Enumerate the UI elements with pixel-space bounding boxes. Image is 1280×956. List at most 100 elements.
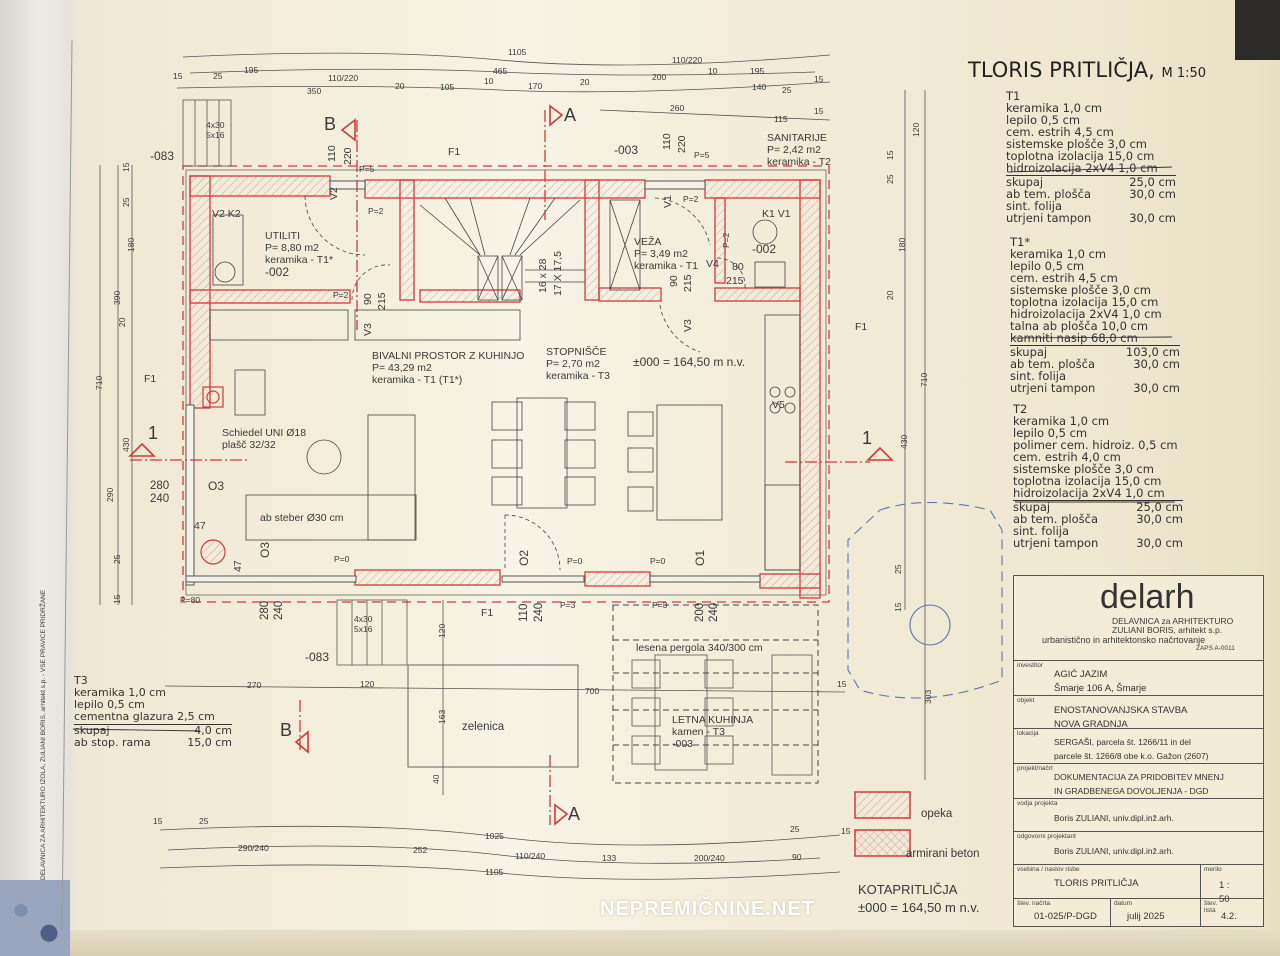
stair-count: 4x30 — [354, 614, 373, 624]
caption: vsebina / naslov risbe — [1017, 866, 1080, 873]
parapet: P=2 — [721, 232, 731, 248]
parapet: P=0 — [650, 556, 666, 566]
ground-level-title: KOTAPRITLIČJA — [858, 882, 958, 897]
dimension: 15 — [814, 106, 824, 116]
door-swings — [304, 195, 746, 571]
layer-item: sistemske plošče 3,0 cm — [1006, 137, 1147, 151]
layer-group-name: T3 — [74, 674, 88, 687]
walls — [189, 175, 821, 599]
layer-total-value: 25,0 cm — [1136, 500, 1183, 514]
layer-item: kamniti nasip 68,0 cm — [1010, 331, 1138, 345]
window-o3-a: O3 — [208, 479, 225, 493]
layer-item: lepilo 0,5 cm — [1010, 259, 1085, 273]
room-bathroom: SANITARIJE P= 2,42 m2 keramika - T2 — [767, 132, 831, 168]
dimension: 10 — [708, 66, 718, 76]
room-name: SANITARIJE — [767, 132, 827, 144]
stair-size: 5x16 — [354, 623, 373, 634]
window-o3-b: O3 — [258, 541, 272, 558]
elevation-label: ±000 = 164,50 m n.v. — [633, 355, 746, 369]
dimension: 15 — [841, 826, 851, 836]
section-1-left: 1 — [148, 423, 159, 443]
stair-size: 5x16 — [206, 129, 225, 140]
room-entry: VEŽA P= 3,49 m2 keramika - T1 — [634, 236, 698, 272]
layer-total-row: sint. folija — [1013, 525, 1183, 537]
legend-brick: opeka — [921, 808, 953, 820]
layer-total-label: sint. folija — [1013, 524, 1070, 538]
parapet: P=2 — [683, 194, 699, 204]
door-v3-b: V3 — [682, 319, 694, 332]
layer-item: keramika 1,0 cm — [1010, 247, 1107, 261]
room-living: BIVALNI PROSTOR Z KUHINJO P= 43,29 m2 ke… — [372, 350, 537, 386]
window-o2: O2 — [517, 549, 531, 566]
dimension: 15 — [173, 71, 183, 81]
sheet-scale: M 1:50 — [1161, 66, 1207, 81]
dimension: 15 — [814, 74, 824, 84]
photo-fabric-bottom-left — [0, 880, 70, 956]
layer-total-label: skupaj — [1006, 175, 1044, 189]
room-floor: kamen - T3 — [672, 726, 725, 739]
room-floor: keramika - T2 — [767, 156, 831, 169]
parapet: P=0 — [334, 554, 350, 564]
dimension: 105 — [440, 82, 455, 92]
layer-item: keramika 1,0 cm — [1006, 101, 1103, 115]
photo-edge-top-right — [1235, 0, 1280, 60]
page-bottom-shadow — [70, 930, 1280, 956]
furniture — [209, 214, 801, 571]
layer-item: lepilo 0,5 cm — [74, 698, 145, 711]
inst-v5: V5 — [772, 399, 785, 411]
section-a-bottom: A — [568, 804, 581, 824]
dimension: 20 — [117, 317, 127, 327]
project-line: IN GRADBENEGA DOVOLJENJA - DGD — [1054, 786, 1209, 796]
parapet: P=3 — [652, 600, 668, 610]
ground-level-value: ±000 = 164,50 m n.v. — [858, 900, 980, 915]
door-size: 220 — [342, 147, 354, 165]
dimension: 163 — [437, 709, 447, 724]
pergola-label: lesena pergola 340/300 cm — [636, 642, 763, 654]
door-v3-a: V3 — [362, 323, 374, 336]
layer-group-name: T2 — [1013, 402, 1028, 416]
room-name: UTILITI — [265, 230, 301, 242]
dimension: 15 — [893, 602, 903, 612]
dimension: 120 — [437, 623, 447, 638]
room-area: P= 3,49 m2 — [634, 248, 688, 261]
caption: lokacija — [1017, 730, 1039, 737]
dimension: 1105 — [508, 47, 527, 57]
page-edge — [61, 39, 73, 931]
stairs-steps-a: 16 x 28 — [537, 258, 549, 293]
perimeter-line — [185, 169, 827, 596]
layer-total-value: 30,0 cm — [1129, 211, 1176, 225]
dimension: 195 — [750, 66, 765, 76]
dimension: 195 — [244, 65, 259, 75]
caption: investitor — [1017, 662, 1044, 669]
sheet-title-text: TLORIS PRITLIČJA, — [968, 58, 1155, 82]
watermark: NEPREMIČNINE.NET — [600, 898, 815, 920]
layer-item: toplotna izolacija 15,0 cm — [1006, 149, 1155, 163]
section-b-top: B — [324, 114, 337, 134]
layer-item: lepilo 0,5 cm — [1013, 426, 1088, 440]
dimension: 115 — [774, 114, 788, 124]
door-height-215: 215 — [726, 275, 744, 287]
dimension: 303 — [923, 689, 933, 704]
level-083-bottom: -083 — [305, 650, 330, 664]
layer-item: keramika 1,0 cm — [74, 686, 166, 699]
dimension: 40 — [431, 774, 441, 784]
room-level: -002 — [265, 265, 290, 280]
object-line: NOVA GRADNJA — [1054, 719, 1128, 730]
dimension: 15 — [885, 150, 895, 160]
dimension: 350 — [307, 86, 322, 96]
dimension: 20 — [885, 290, 895, 300]
layer-item: polimer cem. hidroiz. 0,5 cm — [1013, 438, 1178, 452]
firm-line-2: ZULIANI BORIS, arhitekt s.p. — [1112, 625, 1223, 635]
window-size: 280 — [259, 600, 271, 620]
dimension: 15 — [153, 816, 163, 826]
window-height: 240 — [150, 493, 170, 506]
room-floor: keramika - T3 — [546, 370, 610, 383]
